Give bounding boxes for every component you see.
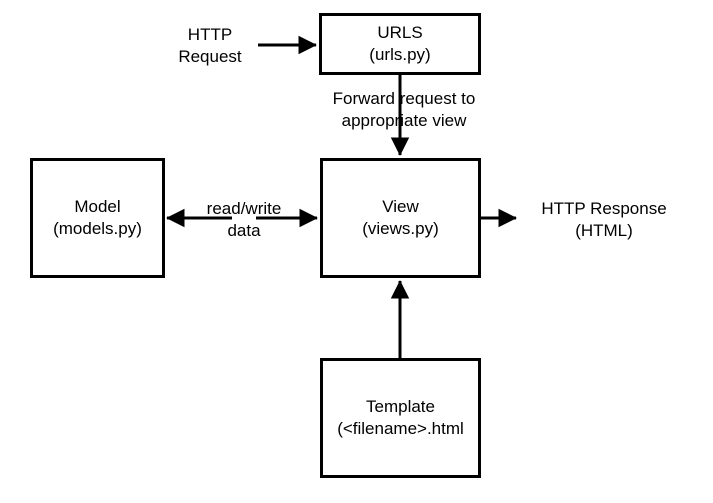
http-request-label: HTTP Request bbox=[160, 24, 260, 68]
template-node-title: Template bbox=[366, 397, 435, 417]
view-node[interactable]: View (views.py) bbox=[320, 158, 481, 278]
model-node[interactable]: Model (models.py) bbox=[30, 158, 165, 278]
urls-node-title: URLS bbox=[377, 23, 423, 43]
read-write-data-label: read/write data bbox=[196, 198, 292, 242]
http-response-label-line2: (HTML) bbox=[575, 220, 633, 240]
model-node-subtitle: (models.py) bbox=[53, 219, 142, 238]
read-write-data-label-line2: data bbox=[227, 220, 261, 240]
view-node-subtitle: (views.py) bbox=[362, 219, 439, 238]
read-write-data-label-line1: read/write bbox=[206, 199, 282, 218]
forward-request-label: Forward request to appropriate view bbox=[318, 88, 490, 132]
http-request-label-line1: HTTP bbox=[187, 25, 233, 44]
http-request-label-line2: Request bbox=[178, 46, 242, 66]
urls-node-subtitle: (urls.py) bbox=[369, 45, 431, 64]
http-response-label-line1: HTTP Response bbox=[541, 199, 667, 218]
template-node[interactable]: Template (<filename>.html bbox=[320, 358, 481, 478]
forward-request-label-line1: Forward request to bbox=[332, 89, 476, 108]
model-node-title: Model bbox=[74, 197, 121, 217]
view-node-title: View bbox=[382, 197, 419, 217]
urls-node[interactable]: URLS (urls.py) bbox=[319, 13, 481, 75]
http-response-label: HTTP Response (HTML) bbox=[524, 198, 684, 242]
forward-request-label-line2: appropriate view bbox=[341, 110, 467, 130]
template-node-subtitle: (<filename>.html bbox=[337, 419, 464, 438]
